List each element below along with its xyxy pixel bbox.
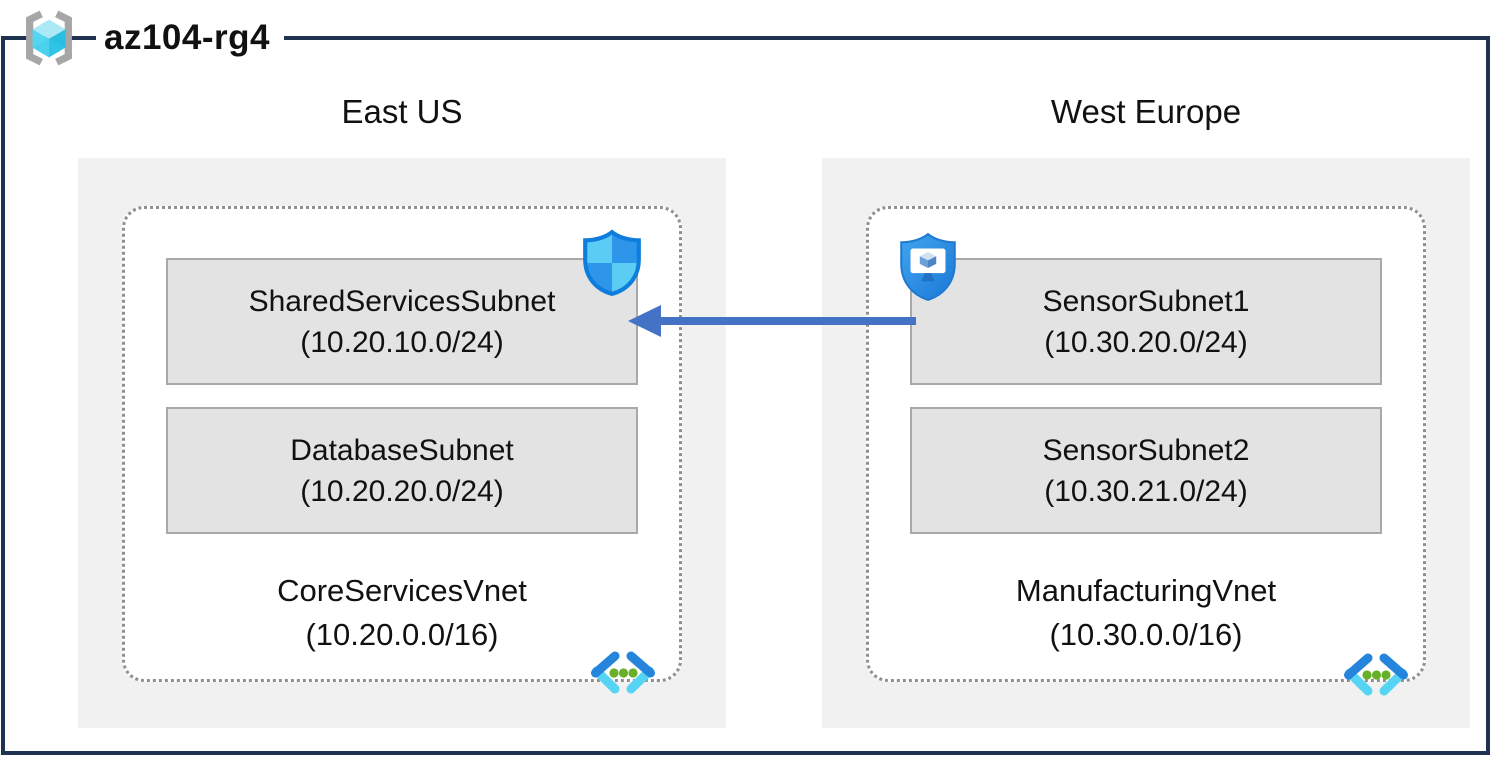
subnet-cidr: (10.20.10.0/24) — [300, 325, 504, 359]
vnet-label-coreservices: CoreServicesVnet (10.20.0.0/16) — [125, 569, 679, 657]
vnet-label-manufacturing: ManufacturingVnet (10.30.0.0/16) — [869, 569, 1423, 657]
subnet-cidr: (10.30.20.0/24) — [1044, 325, 1248, 359]
vnet-container-manufacturing: SensorSubnet1 (10.30.20.0/24) SensorSubn… — [866, 206, 1426, 682]
virtual-network-icon — [1344, 653, 1408, 696]
resource-group-title: az104-rg4 — [96, 12, 284, 64]
vnet-cidr: (10.30.0.0/16) — [1049, 617, 1243, 652]
subnet-sensor1: SensorSubnet1 (10.30.20.0/24) — [910, 258, 1382, 385]
region-label-east-us: East US — [341, 93, 463, 130]
vnet-container-coreservices: SharedServicesSubnet (10.20.10.0/24) Dat… — [122, 206, 682, 682]
region-east-us: SharedServicesSubnet (10.20.10.0/24) Dat… — [78, 158, 726, 728]
subnet-cidr: (10.20.20.0/24) — [300, 474, 504, 508]
resource-group-icon — [26, 10, 72, 66]
subnet-name: SharedServicesSubnet — [248, 284, 556, 318]
vnet-name: CoreServicesVnet — [277, 573, 527, 608]
subnet-name: DatabaseSubnet — [290, 433, 514, 467]
subnet-sharedservices: SharedServicesSubnet (10.20.10.0/24) — [166, 258, 638, 385]
application-security-group-shield-icon — [900, 232, 956, 301]
network-security-group-shield-icon — [583, 229, 641, 297]
vnet-cidr: (10.20.0.0/16) — [305, 617, 499, 652]
subnet-name: SensorSubnet2 — [1042, 433, 1250, 467]
subnet-database: DatabaseSubnet (10.20.20.0/24) — [166, 407, 638, 534]
region-label-west-europe: West Europe — [1050, 93, 1242, 130]
subnet-sensor2: SensorSubnet2 (10.30.21.0/24) — [910, 407, 1382, 534]
vnet-name: ManufacturingVnet — [1015, 573, 1277, 608]
resource-group-border — [1, 36, 1490, 755]
virtual-network-icon — [591, 651, 655, 694]
subnet-name: SensorSubnet1 — [1042, 284, 1250, 318]
subnet-cidr: (10.30.21.0/24) — [1044, 474, 1248, 508]
